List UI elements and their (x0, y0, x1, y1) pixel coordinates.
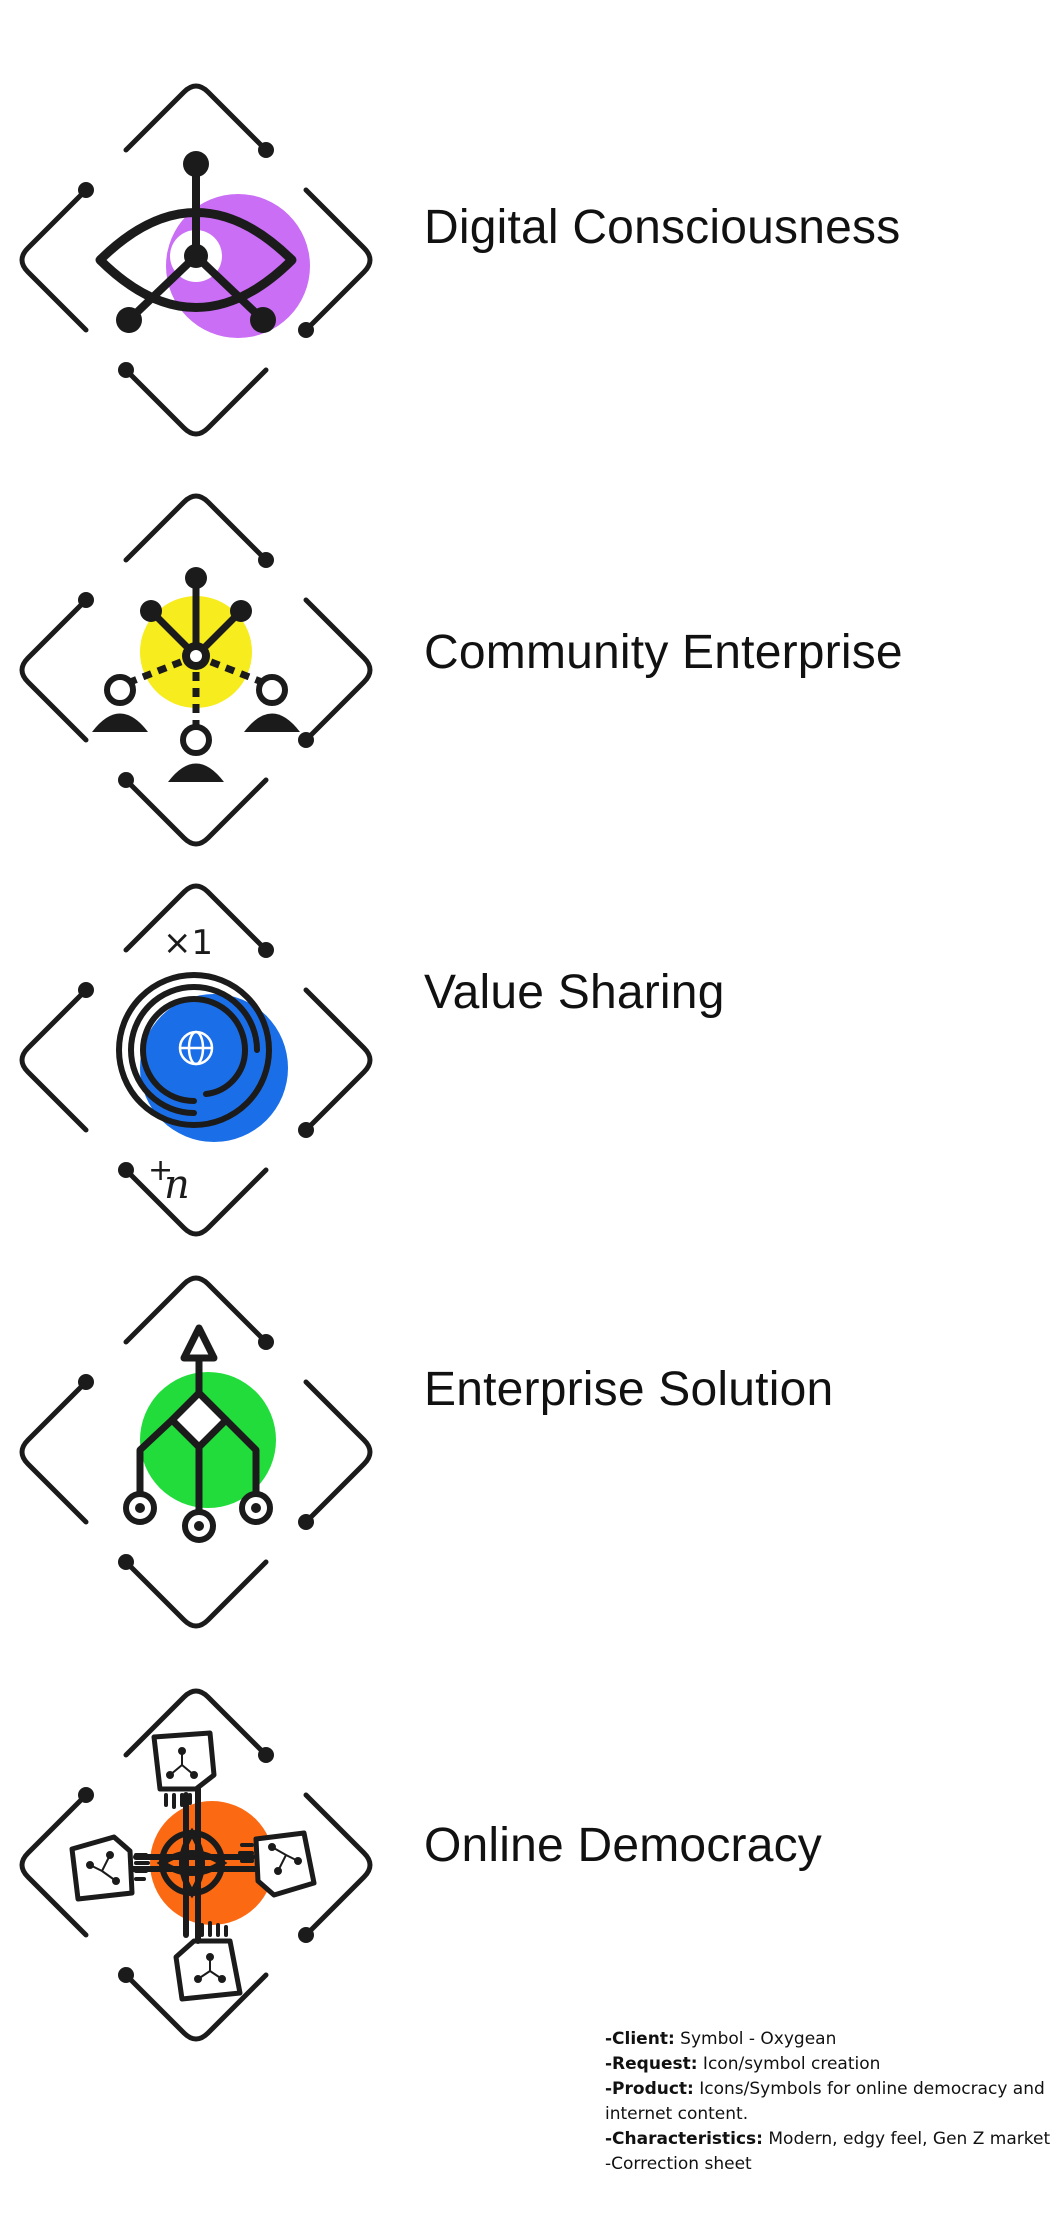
spiral-globe-icon: ×1 + n (16, 880, 376, 1240)
icon-title: Community Enterprise (424, 626, 903, 679)
note-line: -Correction sheet (605, 2154, 752, 2174)
icon-title: Enterprise Solution (424, 1363, 834, 1416)
note-line: -Characteristics: Modern, edgy feel, Gen… (605, 2129, 1051, 2149)
icon-title: Value Sharing (424, 966, 725, 1019)
branching-arrow-icon (16, 1272, 376, 1632)
svg-text:+: + (148, 1153, 173, 1188)
project-notes: -Client: Symbol - Oxygean -Request: Icon… (605, 2027, 1055, 2177)
icon-title: Digital Consciousness (424, 201, 901, 254)
community-hub-icon (16, 490, 376, 850)
value-sharing-bottom-label: n (164, 1162, 190, 1208)
value-sharing-top-label: ×1 (163, 923, 213, 963)
note-line: -Product: Icons/Symbols for online democ… (605, 2079, 1045, 2124)
eye-network-icon (16, 80, 376, 440)
note-line: -Client: Symbol - Oxygean (605, 2029, 837, 2049)
joined-hands-icon (16, 1685, 376, 2045)
icon-title: Online Democracy (424, 1819, 823, 1872)
note-line: -Request: Icon/symbol creation (605, 2054, 881, 2074)
